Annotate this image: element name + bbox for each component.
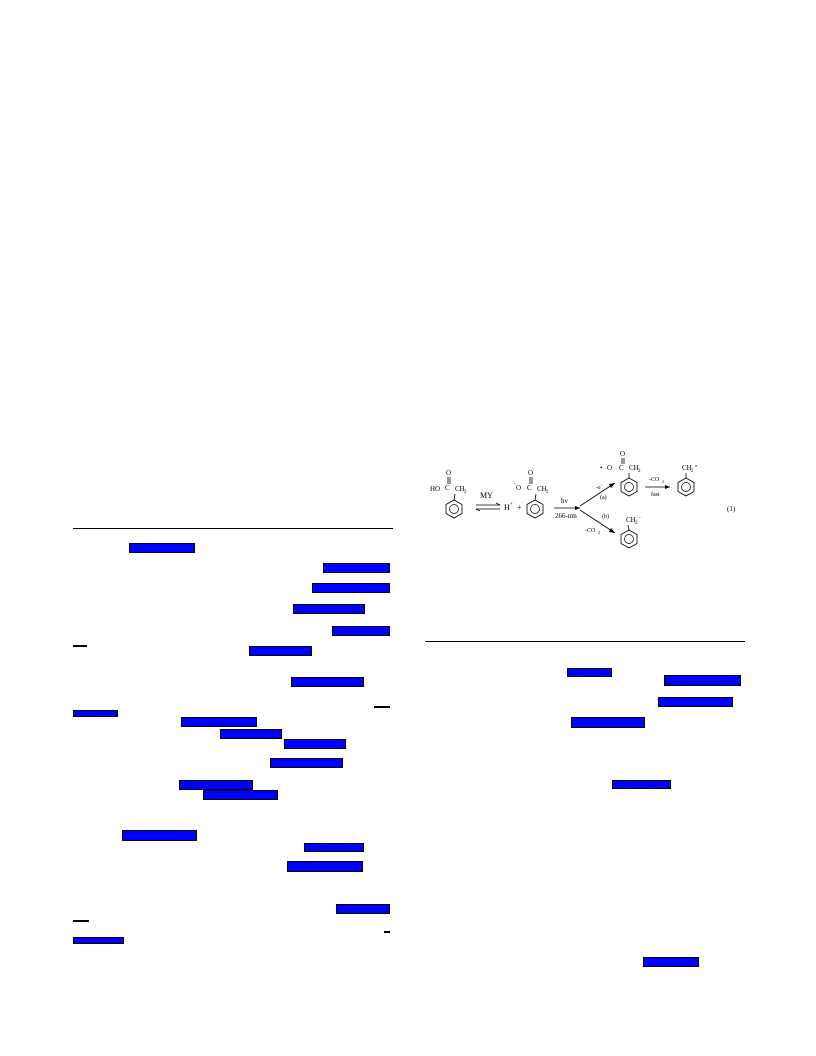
right-column-rule bbox=[425, 641, 745, 642]
redaction-box bbox=[220, 729, 282, 739]
svg-text:O: O bbox=[516, 484, 521, 492]
redaction-box bbox=[384, 931, 390, 933]
svg-text:-: - bbox=[639, 516, 641, 521]
svg-text:O: O bbox=[446, 469, 451, 477]
svg-text:CH: CH bbox=[455, 485, 465, 493]
redaction-box bbox=[658, 697, 733, 707]
benzyl-anion: CH 2 - bbox=[620, 516, 641, 549]
svg-text:CH: CH bbox=[626, 516, 636, 524]
svg-text:H: H bbox=[504, 503, 510, 512]
redaction-box bbox=[336, 904, 390, 914]
svg-text:hv: hv bbox=[561, 497, 569, 505]
svg-text:-: - bbox=[601, 482, 603, 487]
redaction-box bbox=[664, 675, 741, 686]
phenylacetyloxyl-radical: O • O C CH 2 bbox=[600, 450, 641, 497]
svg-text:+: + bbox=[510, 502, 513, 507]
equation-number: (1) bbox=[727, 505, 736, 513]
redaction-box bbox=[73, 645, 87, 647]
svg-text:(a): (a) bbox=[600, 494, 607, 501]
redaction-box bbox=[270, 758, 343, 768]
svg-text:2: 2 bbox=[691, 469, 694, 474]
redaction-box bbox=[181, 717, 257, 727]
redaction-box bbox=[73, 937, 124, 944]
redaction-box bbox=[287, 861, 363, 872]
phenylacetic-acid: O HO C CH 2 bbox=[430, 469, 467, 519]
svg-text:-e: -e bbox=[596, 485, 601, 491]
svg-text:266-nm: 266-nm bbox=[555, 512, 577, 520]
svg-text:+: + bbox=[517, 503, 522, 512]
svg-text:2: 2 bbox=[662, 479, 664, 484]
svg-text:-CO: -CO bbox=[649, 477, 660, 483]
svg-text:CH: CH bbox=[537, 485, 547, 493]
svg-text:•: • bbox=[600, 464, 603, 472]
redaction-box bbox=[179, 780, 253, 790]
left-column-rule bbox=[73, 528, 393, 529]
redaction-box bbox=[643, 957, 699, 967]
svg-text:O: O bbox=[607, 464, 612, 472]
svg-text:-: - bbox=[514, 482, 516, 487]
redaction-box bbox=[312, 583, 390, 593]
redaction-box bbox=[73, 710, 118, 717]
redaction-box bbox=[304, 843, 364, 852]
reaction-scheme: O HO C CH 2 MY H + + O - O C CH 2 hv 266… bbox=[430, 450, 736, 549]
redaction-box bbox=[567, 668, 612, 677]
svg-text:C: C bbox=[527, 484, 532, 492]
redaction-box bbox=[284, 739, 346, 749]
redaction-box bbox=[571, 717, 645, 728]
redaction-box bbox=[293, 604, 365, 614]
redaction-box bbox=[612, 780, 671, 789]
benzyl-radical: CH 2 • bbox=[677, 464, 697, 497]
svg-text:-CO: -CO bbox=[585, 528, 596, 534]
svg-text:(b): (b) bbox=[602, 513, 609, 520]
svg-text:•: • bbox=[695, 464, 697, 470]
svg-text:O: O bbox=[528, 469, 533, 477]
redaction-box bbox=[291, 677, 364, 687]
redaction-box bbox=[73, 920, 89, 922]
redaction-box bbox=[374, 706, 390, 708]
svg-text:C: C bbox=[619, 464, 624, 472]
svg-text:2: 2 bbox=[635, 521, 638, 526]
svg-text:fast: fast bbox=[651, 491, 660, 498]
redaction-box bbox=[203, 790, 278, 800]
redaction-box bbox=[323, 563, 390, 573]
svg-text:2: 2 bbox=[546, 490, 549, 495]
svg-text:C: C bbox=[445, 484, 450, 492]
redaction-box bbox=[249, 646, 312, 656]
svg-text:HO: HO bbox=[430, 485, 440, 493]
redaction-box bbox=[122, 830, 197, 841]
phenylacetate-anion: O - O C CH 2 bbox=[514, 469, 549, 519]
svg-text:MY: MY bbox=[480, 491, 493, 500]
svg-text:O: O bbox=[620, 450, 625, 458]
redaction-box bbox=[129, 543, 195, 553]
svg-text:CH: CH bbox=[682, 464, 692, 472]
svg-text:2: 2 bbox=[598, 530, 600, 535]
svg-text:2: 2 bbox=[464, 490, 467, 495]
svg-text:CH: CH bbox=[629, 464, 639, 472]
svg-text:2: 2 bbox=[638, 469, 641, 474]
redaction-box bbox=[332, 626, 390, 636]
